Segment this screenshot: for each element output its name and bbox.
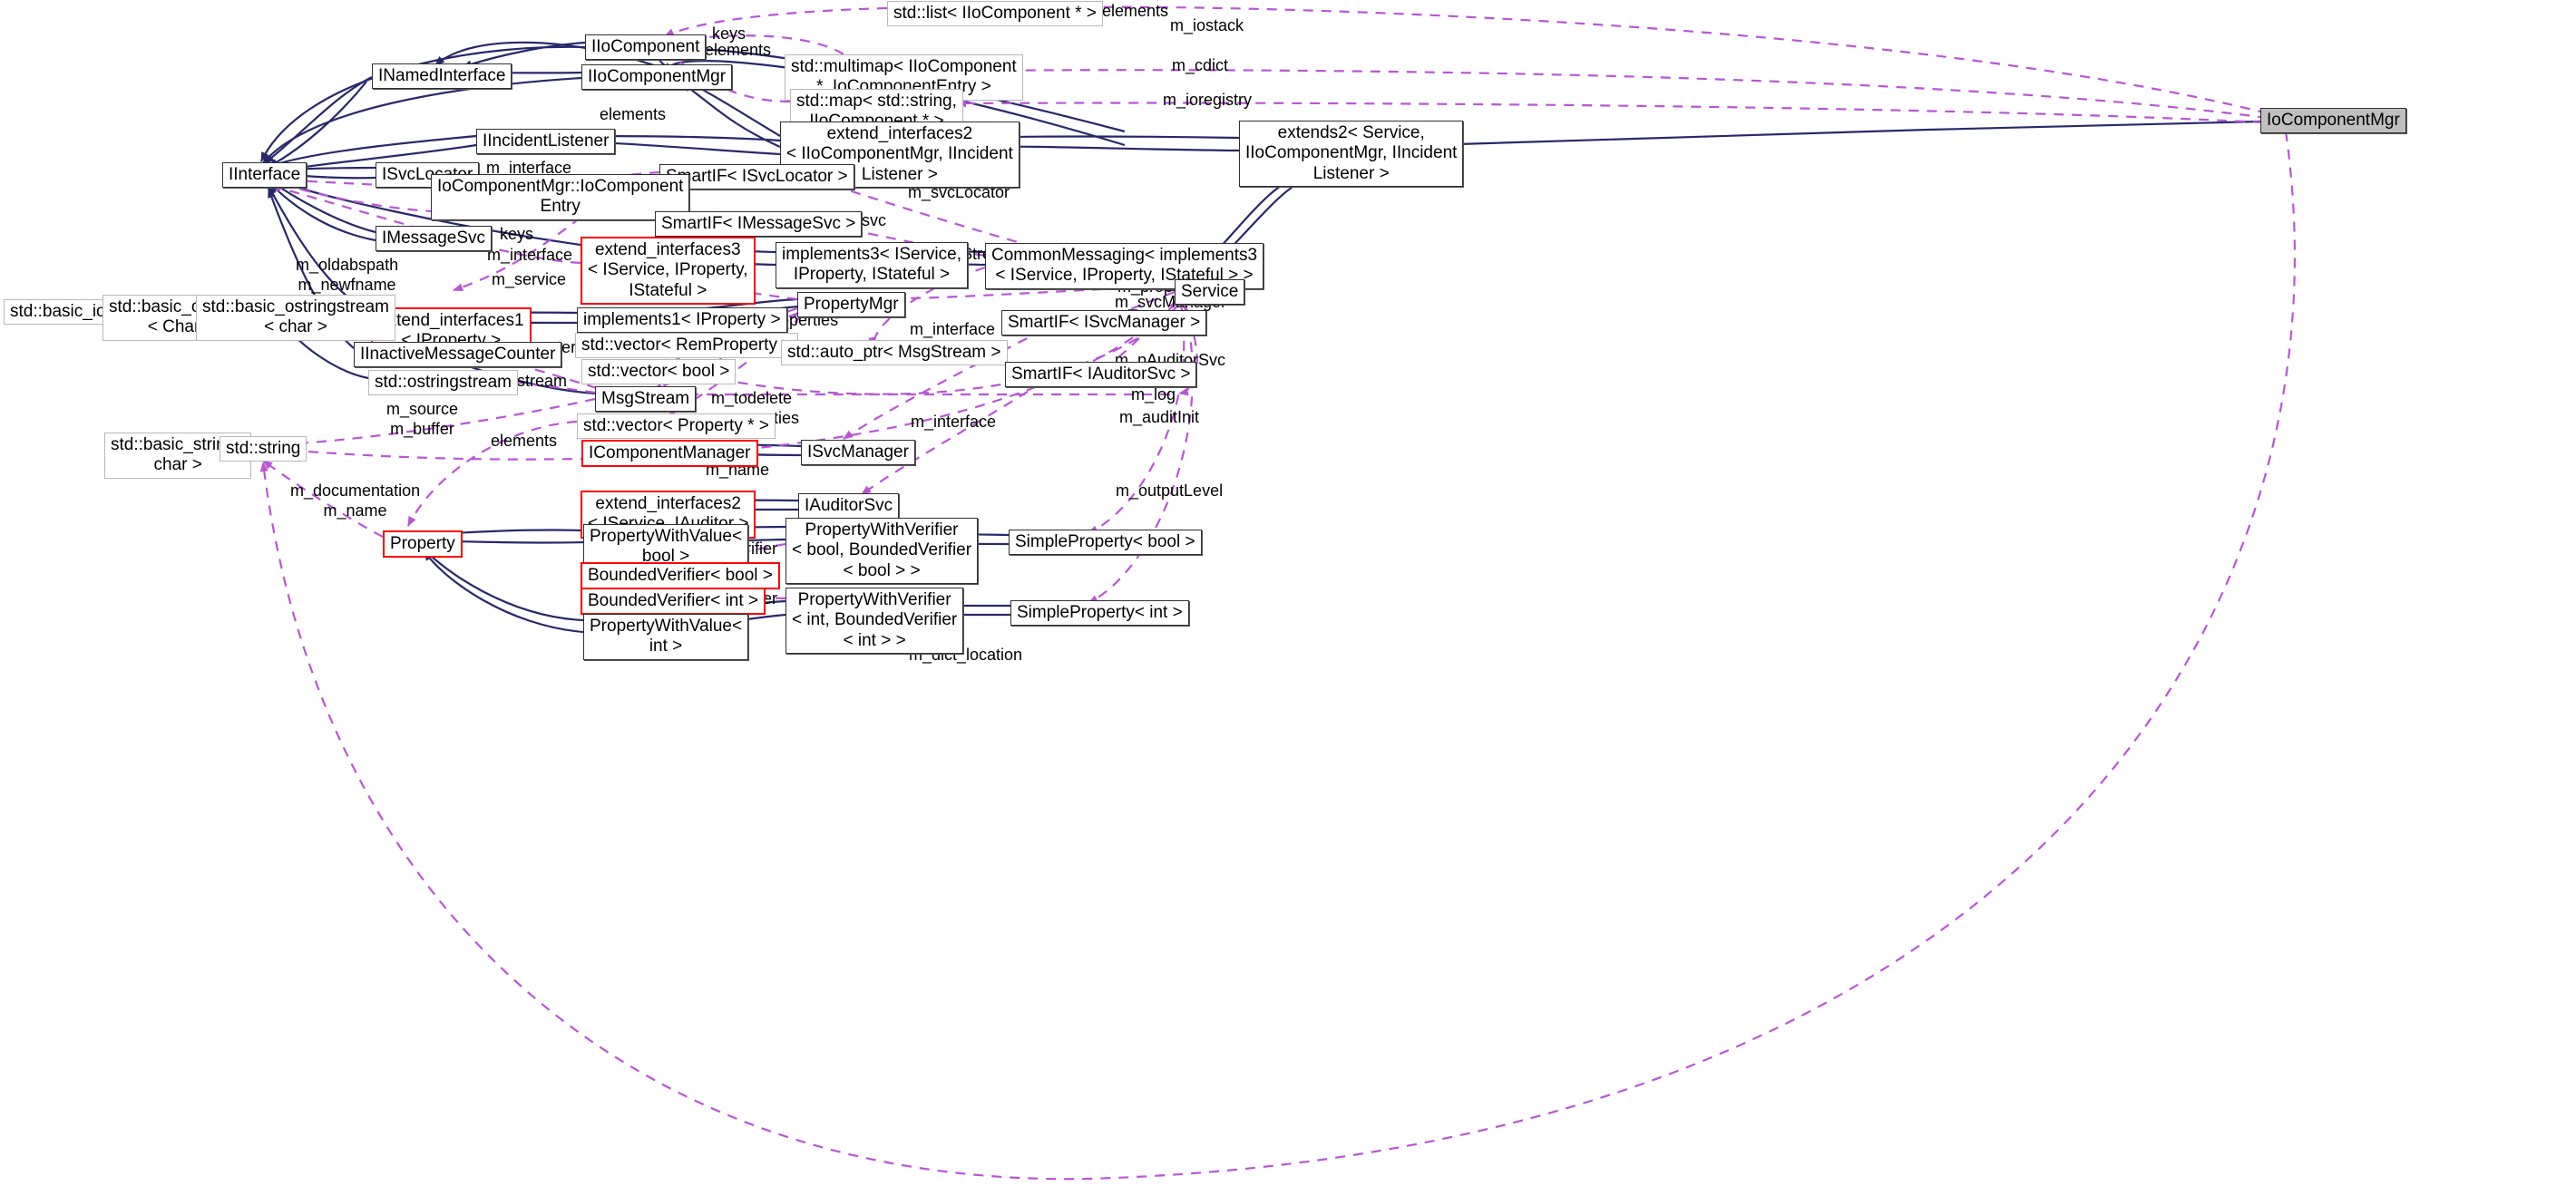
class-node-simpleproperty-int[interactable]: SimpleProperty< int >: [1010, 600, 1189, 627]
edge-label: m_auditInit: [1119, 408, 1200, 426]
edge-label: m_outputLevel: [1116, 481, 1224, 500]
class-node-smartif-iauditorsvc[interactable]: SmartIF< IAuditorSvc >: [1005, 362, 1197, 388]
class-node-smartif-imessagesvc[interactable]: SmartIF< IMessageSvc >: [655, 211, 863, 238]
edge-label: m_log: [1131, 385, 1176, 404]
class-node-extend3-red[interactable]: extend_interfaces3 < IService, IProperty…: [581, 237, 756, 306]
class-node-std-ostringstream[interactable]: std::ostringstream: [368, 370, 518, 396]
edge-label: elements: [491, 432, 558, 450]
class-node-icomponentmanager[interactable]: IComponentManager: [581, 440, 758, 468]
class-node-imessagesvc[interactable]: IMessageSvc: [376, 226, 493, 252]
class-node-iinterface[interactable]: IInterface: [222, 162, 307, 189]
class-node-inamedinterface[interactable]: INamedInterface: [372, 63, 512, 90]
class-node-propertywithvalue-i[interactable]: PropertyWithValue< int >: [583, 614, 749, 660]
class-node-iiocomponentmgr[interactable]: IIoComponentMgr: [581, 64, 733, 91]
class-node-msgstream[interactable]: MsgStream: [595, 386, 697, 413]
class-node-iocomponentmgr[interactable]: IoComponentMgr: [2260, 108, 2406, 134]
edge-label: m_ioregistry: [1163, 91, 1253, 109]
class-node-implements1[interactable]: implements1< IProperty >: [577, 307, 787, 334]
class-node-boundedverifier-bool[interactable]: BoundedVerifier< bool >: [581, 562, 780, 590]
class-node-std-list-iocomp[interactable]: std::list< IIoComponent * >: [887, 1, 1103, 27]
edge-label: m_cdict: [1172, 56, 1229, 74]
class-node-std-vec-remproperty[interactable]: std::vector< RemProperty >: [575, 333, 799, 359]
class-node-std-basic-ostrstream[interactable]: std::basic_ostringstream < char >: [196, 295, 395, 341]
class-node-simpleproperty-bool[interactable]: SimpleProperty< bool >: [1009, 530, 1202, 556]
class-node-implements3[interactable]: implements3< IService, IProperty, IState…: [776, 242, 968, 288]
edge-label: m_service: [492, 270, 567, 288]
class-node-iincidentlistener[interactable]: IIncidentListener: [476, 129, 616, 155]
class-node-smartif-isvcmanager[interactable]: SmartIF< ISvcManager >: [1001, 310, 1207, 336]
class-node-std-vector-bool[interactable]: std::vector< bool >: [581, 359, 737, 385]
class-node-propwithverifier-b[interactable]: PropertyWithVerifier < bool, BoundedVeri…: [785, 518, 979, 585]
edge-label: keys: [500, 225, 534, 243]
class-node-iauditorsvc[interactable]: IAuditorSvc: [798, 493, 900, 520]
edge-label: m_documentation m_name: [290, 481, 421, 520]
class-node-property[interactable]: Property: [383, 530, 463, 559]
edge-label: elements: [1102, 2, 1169, 20]
edge-label: m_interface: [487, 246, 573, 264]
class-node-std-autoptr-msg[interactable]: std::auto_ptr< MsgStream >: [781, 340, 1008, 366]
class-node-propwithverifier-i[interactable]: PropertyWithVerifier < int, BoundedVerif…: [785, 588, 964, 655]
edge-label: m_iostack: [1170, 16, 1244, 34]
edge-label: m_interface: [910, 320, 996, 338]
edge-label: m_source m_buffer: [386, 400, 459, 438]
class-node-extends2-service[interactable]: extends2< Service, IIoComponentMgr, IInc…: [1239, 121, 1464, 188]
class-node-propertymgr[interactable]: PropertyMgr: [797, 292, 905, 318]
class-node-std-string[interactable]: std::string: [220, 436, 307, 462]
edge-label: elements: [600, 105, 667, 123]
class-node-isvcmanager[interactable]: ISvcManager: [801, 440, 915, 466]
edge-label: keys: [712, 24, 746, 43]
edge-label: elements: [705, 41, 772, 59]
class-node-iocomp-entry[interactable]: IoComponentMgr::IoComponent Entry: [431, 174, 690, 220]
class-node-iiocomponent[interactable]: IIoComponent: [585, 34, 707, 61]
class-node-iinactivemsgcounter[interactable]: IInactiveMessageCounter: [354, 342, 562, 368]
edge-label: m_interface: [911, 413, 997, 431]
class-node-std-vec-propertyptr[interactable]: std::vector< Property * >: [577, 413, 776, 440]
class-node-service[interactable]: Service: [1175, 279, 1245, 306]
class-node-boundedverifier-int[interactable]: BoundedVerifier< int >: [581, 588, 766, 616]
